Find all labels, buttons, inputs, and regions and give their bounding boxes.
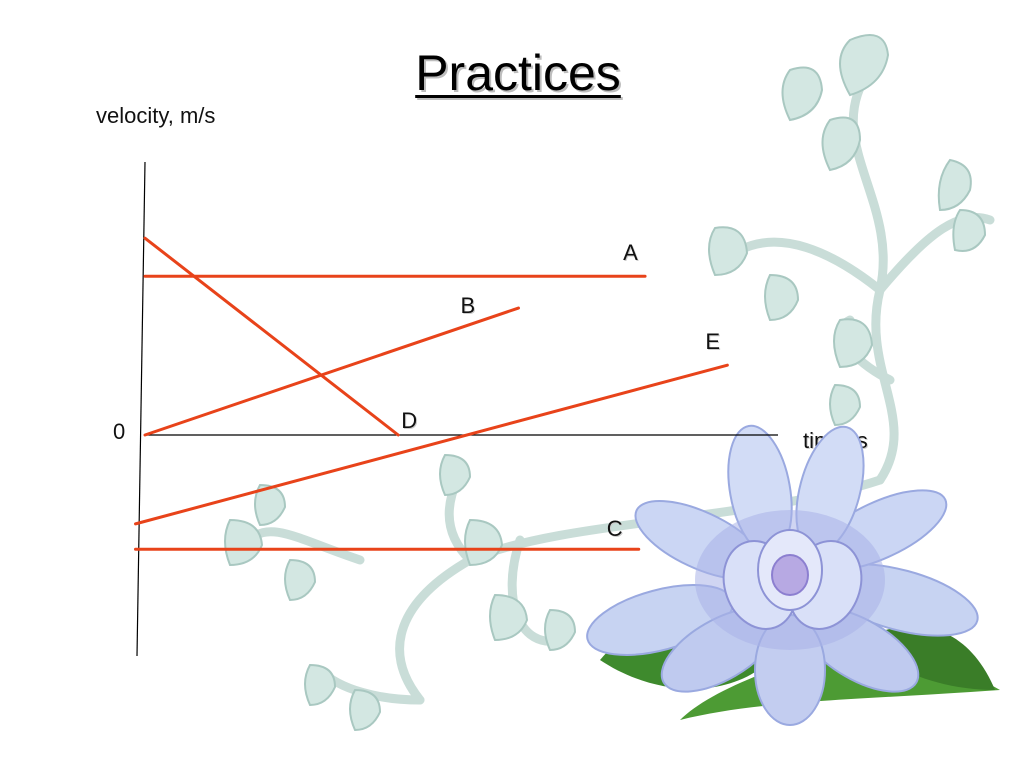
series-line-b [143, 306, 520, 437]
series-line-d [143, 236, 400, 437]
series-label-e: E [705, 329, 721, 355]
vine-leaves [224, 34, 987, 732]
series-label-b: B [460, 293, 476, 319]
series-label-a: A [623, 240, 638, 266]
y-axis-label: velocity, m/s [96, 103, 216, 128]
origin-label: 0 [113, 419, 126, 444]
lotus-flower-icon [586, 424, 1000, 726]
page-title: Practices [415, 45, 621, 101]
series-label-c: C [606, 516, 623, 542]
y-axis [136, 161, 146, 657]
series-line-e [134, 363, 729, 526]
series-layer [134, 236, 729, 551]
series-label-d: D [401, 408, 418, 433]
